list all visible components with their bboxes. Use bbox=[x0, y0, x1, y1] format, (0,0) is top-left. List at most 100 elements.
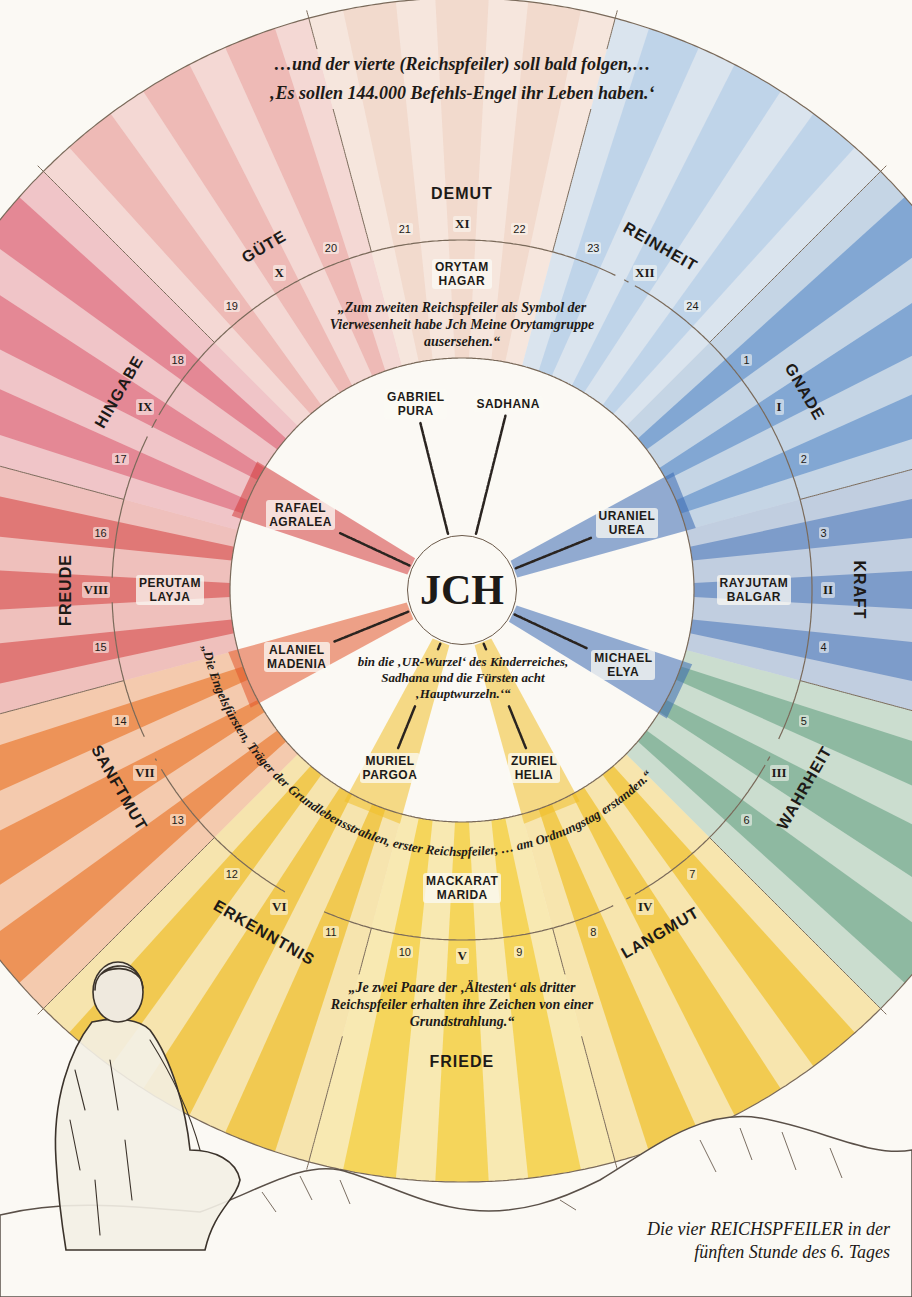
prince-line bbox=[516, 538, 591, 568]
sector-boundary bbox=[800, 681, 912, 746]
angel-name: ORYTAM HAGAR bbox=[432, 259, 492, 289]
ray-number: 17 bbox=[112, 453, 128, 465]
roman-numeral: II bbox=[821, 582, 835, 598]
roman-numeral: VI bbox=[270, 899, 288, 915]
ring-circle bbox=[768, 757, 770, 761]
angel-name: MURIEL PARGOA bbox=[360, 753, 421, 783]
sector-boundary bbox=[38, 166, 215, 343]
angel-name: URANIEL UREA bbox=[596, 508, 659, 538]
ray-number: 19 bbox=[224, 300, 240, 312]
angel-name: GABRIEL PURA bbox=[384, 389, 447, 419]
ring-circle bbox=[152, 419, 157, 428]
angel-name: RAFAEL AGRALEA bbox=[266, 500, 335, 530]
sector-boundary bbox=[553, 109, 591, 252]
ray-stripe bbox=[0, 619, 234, 714]
sector-boundary bbox=[800, 435, 912, 500]
ray-number: 23 bbox=[585, 242, 601, 254]
hill-hatching bbox=[262, 1128, 842, 1212]
ray-number: 13 bbox=[170, 814, 186, 826]
ray-number: 22 bbox=[511, 223, 527, 235]
sector-boundary bbox=[307, 1036, 343, 1169]
ray-number: 4 bbox=[819, 641, 829, 653]
figure-head bbox=[93, 962, 143, 1022]
ray-stripe bbox=[603, 94, 871, 414]
ray-number: 18 bbox=[170, 354, 186, 366]
prince-line bbox=[340, 533, 409, 565]
ray-number: 2 bbox=[799, 453, 809, 465]
ray-stripe bbox=[690, 466, 912, 560]
ray-number: 20 bbox=[323, 242, 339, 254]
quote-text: …und der vierte (Reichspfeiler) soll bal… bbox=[274, 54, 650, 75]
ray-number: 8 bbox=[588, 926, 598, 938]
figure-sketch-lines bbox=[70, 1040, 200, 1235]
line-group bbox=[0, 0, 912, 1182]
sector-boundary bbox=[553, 928, 565, 974]
ring-circle bbox=[779, 590, 812, 739]
roman-numeral: VIII bbox=[82, 582, 111, 598]
ray-number: 7 bbox=[687, 868, 697, 880]
roman-numeral: XI bbox=[453, 216, 471, 232]
arc-quote-text: „Die Engelsfürsten, Träger der Grundlebe… bbox=[199, 644, 655, 859]
prince-line bbox=[335, 612, 409, 642]
ring-circle bbox=[230, 358, 694, 822]
angel-name: MACKARAT MARIDA bbox=[423, 873, 501, 903]
quote-text: „Je zwei Paare der ‚Ältesten‘ als dritte… bbox=[312, 980, 612, 1030]
arc-quote: „Die Engelsfürsten, Träger der Grundlebe… bbox=[199, 644, 655, 859]
sector-boundary bbox=[710, 166, 887, 343]
virtue-name: FRIEDE bbox=[430, 1053, 495, 1071]
sector-boundary bbox=[710, 838, 887, 1015]
ray-number: 10 bbox=[397, 946, 413, 958]
ring-circle bbox=[161, 769, 285, 892]
ray-number: 14 bbox=[112, 715, 128, 727]
sector-boundary bbox=[582, 1036, 618, 1169]
ray-number: 11 bbox=[323, 926, 338, 938]
prince-line bbox=[438, 644, 440, 650]
angel-name: MICHAEL ELYA bbox=[591, 650, 655, 680]
ring-circle bbox=[155, 759, 156, 761]
virtue-name: DEMUT bbox=[431, 185, 493, 203]
ray-number: 16 bbox=[93, 527, 109, 539]
roman-numeral: I bbox=[775, 399, 784, 415]
ray-number: 21 bbox=[397, 223, 413, 235]
ring-circle bbox=[112, 437, 147, 578]
prince-line bbox=[515, 615, 587, 649]
sector-boundary bbox=[333, 109, 371, 252]
sector-boundary bbox=[0, 435, 124, 500]
figure-body bbox=[55, 1019, 240, 1250]
node-heading: JCH bbox=[420, 566, 504, 614]
ring-circle bbox=[112, 602, 144, 737]
ray-stripe bbox=[694, 562, 912, 618]
node-body: bin die ‚UR-Wurzel‘ des Kinderreiches, S… bbox=[338, 654, 588, 702]
center-circle: JCHbin die ‚UR-Wurzel‘ des Kinderreiches… bbox=[407, 535, 517, 645]
virtue-name: KRAFT bbox=[849, 560, 867, 619]
roman-numeral: XII bbox=[633, 265, 657, 281]
ring-circle bbox=[635, 765, 765, 894]
ring-circle bbox=[624, 280, 628, 282]
angel-name: ZURIEL HELIA bbox=[508, 753, 560, 783]
angel-name: SADHANA bbox=[473, 396, 543, 412]
ring-circle bbox=[324, 906, 613, 940]
prince-band bbox=[511, 472, 696, 577]
ray-number: 12 bbox=[224, 868, 240, 880]
sector-boundary bbox=[307, 10, 317, 49]
ray-number: 3 bbox=[819, 527, 829, 539]
sector-boundary bbox=[359, 928, 371, 974]
roman-numeral: IV bbox=[636, 899, 654, 915]
ray-stripe bbox=[0, 562, 230, 618]
roman-numeral: VII bbox=[133, 765, 157, 781]
virtue-name: FREUDE bbox=[57, 554, 75, 626]
quote-text: „Zum zweiten Reichspfeiler als Symbol de… bbox=[297, 300, 627, 350]
angel-name: PERUTAM LAYJA bbox=[136, 575, 204, 605]
ray-number: 1 bbox=[741, 354, 751, 366]
figure-hair bbox=[95, 966, 143, 990]
ring-circle bbox=[0, 0, 912, 1182]
roman-numeral: III bbox=[770, 765, 789, 781]
ray-number: 6 bbox=[741, 814, 751, 826]
seated-figure bbox=[55, 962, 240, 1250]
roman-numeral: V bbox=[456, 948, 469, 964]
ray-number: 5 bbox=[799, 715, 809, 727]
ray-number: 15 bbox=[93, 641, 109, 653]
prince-line bbox=[476, 416, 505, 534]
roman-numeral: X bbox=[273, 265, 286, 281]
sector-boundary bbox=[607, 10, 617, 49]
